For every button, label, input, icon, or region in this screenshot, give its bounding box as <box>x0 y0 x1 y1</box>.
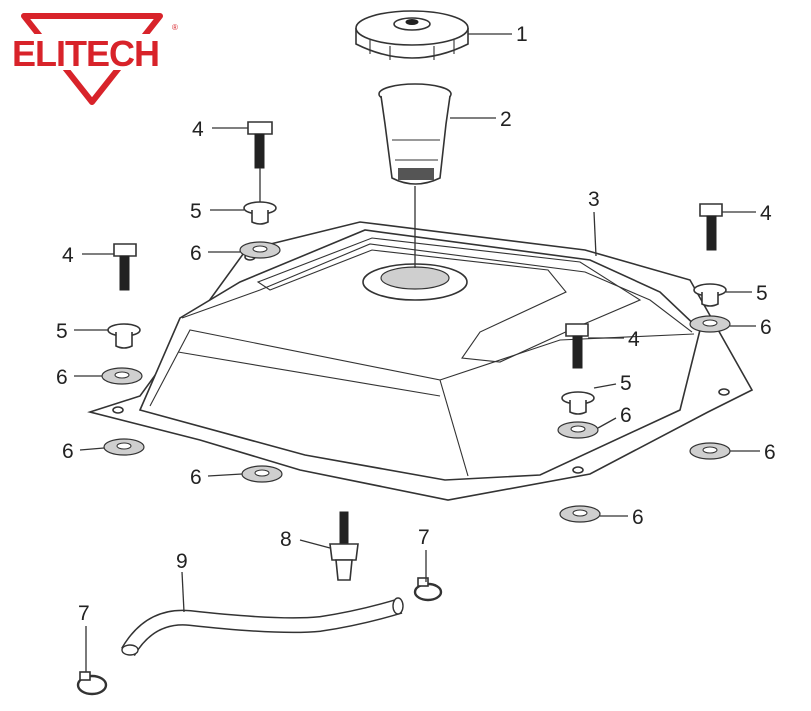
callout-8: 8 <box>280 528 292 551</box>
bolt-shank <box>572 335 583 369</box>
callout-9: 9 <box>176 550 188 573</box>
flange-hole <box>572 466 584 474</box>
rubber-washer <box>241 465 283 483</box>
callout-6-left-lower: 6 <box>62 440 74 463</box>
flange-hole <box>112 406 124 414</box>
callout-5-left: 5 <box>56 320 68 343</box>
bolt-shank <box>706 215 717 251</box>
callout-labels: 1 2 3 4 4 4 4 5 5 5 5 6 6 6 6 6 6 6 6 7 … <box>56 23 776 625</box>
bolt-top-left <box>247 121 273 169</box>
tank-crease <box>177 351 441 397</box>
callout-1: 1 <box>516 23 528 46</box>
fuel-hose <box>121 597 404 657</box>
fuel-cap-grips <box>369 40 455 60</box>
hose-clamp <box>413 577 443 602</box>
collar <box>243 201 277 225</box>
callout-4-center: 4 <box>628 328 640 351</box>
hose-end <box>392 597 404 615</box>
logo-registered-mark: ® <box>172 23 178 32</box>
tank-body <box>138 229 701 481</box>
tank-filler-neck-inner <box>380 266 450 290</box>
bolt-head <box>113 243 137 257</box>
rubber-washer <box>101 367 143 385</box>
callout-4-left: 4 <box>62 244 74 267</box>
rubber-washer <box>689 442 731 460</box>
fuel-cap <box>355 10 469 60</box>
callout-5-center: 5 <box>620 372 632 395</box>
callout-4-right: 4 <box>760 202 772 225</box>
fitting-nipple <box>335 559 353 581</box>
callout-6-bottom-right: 6 <box>632 506 644 529</box>
callout-7-right: 7 <box>418 526 430 549</box>
callout-6-right-upper: 6 <box>760 316 772 339</box>
bolt-shank <box>119 255 130 291</box>
logo-wordmark: ELITECH <box>12 33 159 74</box>
callout-5-top-left: 5 <box>190 200 202 223</box>
callout-4-top-left: 4 <box>192 118 204 141</box>
rubber-washer <box>103 438 145 456</box>
bolt-head <box>699 203 723 217</box>
filter-mesh <box>398 168 434 180</box>
callout-6-right-lower: 6 <box>764 441 776 464</box>
callout-6-left-upper: 6 <box>56 366 68 389</box>
fuel-cap-vent <box>405 19 419 25</box>
rubber-washer <box>557 421 599 439</box>
callout-2: 2 <box>500 108 512 131</box>
fitting-nut <box>329 543 359 561</box>
hose-clamp <box>76 671 108 696</box>
rubber-washer <box>559 505 601 523</box>
flange-hole <box>718 388 730 396</box>
bolt-head <box>565 323 589 337</box>
callout-6-top-left: 6 <box>190 242 202 265</box>
fuel-filter <box>378 83 452 185</box>
leader-lines <box>74 33 760 672</box>
callout-3: 3 <box>588 188 600 211</box>
bolt-left <box>113 243 137 291</box>
bolt-right <box>699 203 723 251</box>
tank-top-ridge <box>181 243 693 333</box>
tank-front-edge <box>149 329 469 477</box>
tank-handle-recess <box>256 237 642 363</box>
bolt-center-right <box>565 323 589 369</box>
filter-mesh-lines <box>392 139 440 161</box>
callout-7-left: 7 <box>78 602 90 625</box>
callout-6-center: 6 <box>620 404 632 427</box>
logo-backdrop <box>12 34 170 70</box>
rubber-washer <box>239 241 281 259</box>
tank-side-edge <box>439 333 695 381</box>
callout-5-right: 5 <box>756 282 768 305</box>
collar <box>561 391 595 415</box>
callout-6-bottom-left: 6 <box>190 466 202 489</box>
bolt-shank <box>254 133 265 169</box>
bolt-head <box>247 121 273 135</box>
rubber-washer <box>689 315 731 333</box>
fitting-stud <box>339 511 349 545</box>
collar <box>107 323 141 349</box>
collar <box>693 283 727 307</box>
fuel-valve-fitting <box>329 511 359 581</box>
elitech-logo: ELITECH ® <box>12 13 178 105</box>
hose-end <box>121 644 139 656</box>
